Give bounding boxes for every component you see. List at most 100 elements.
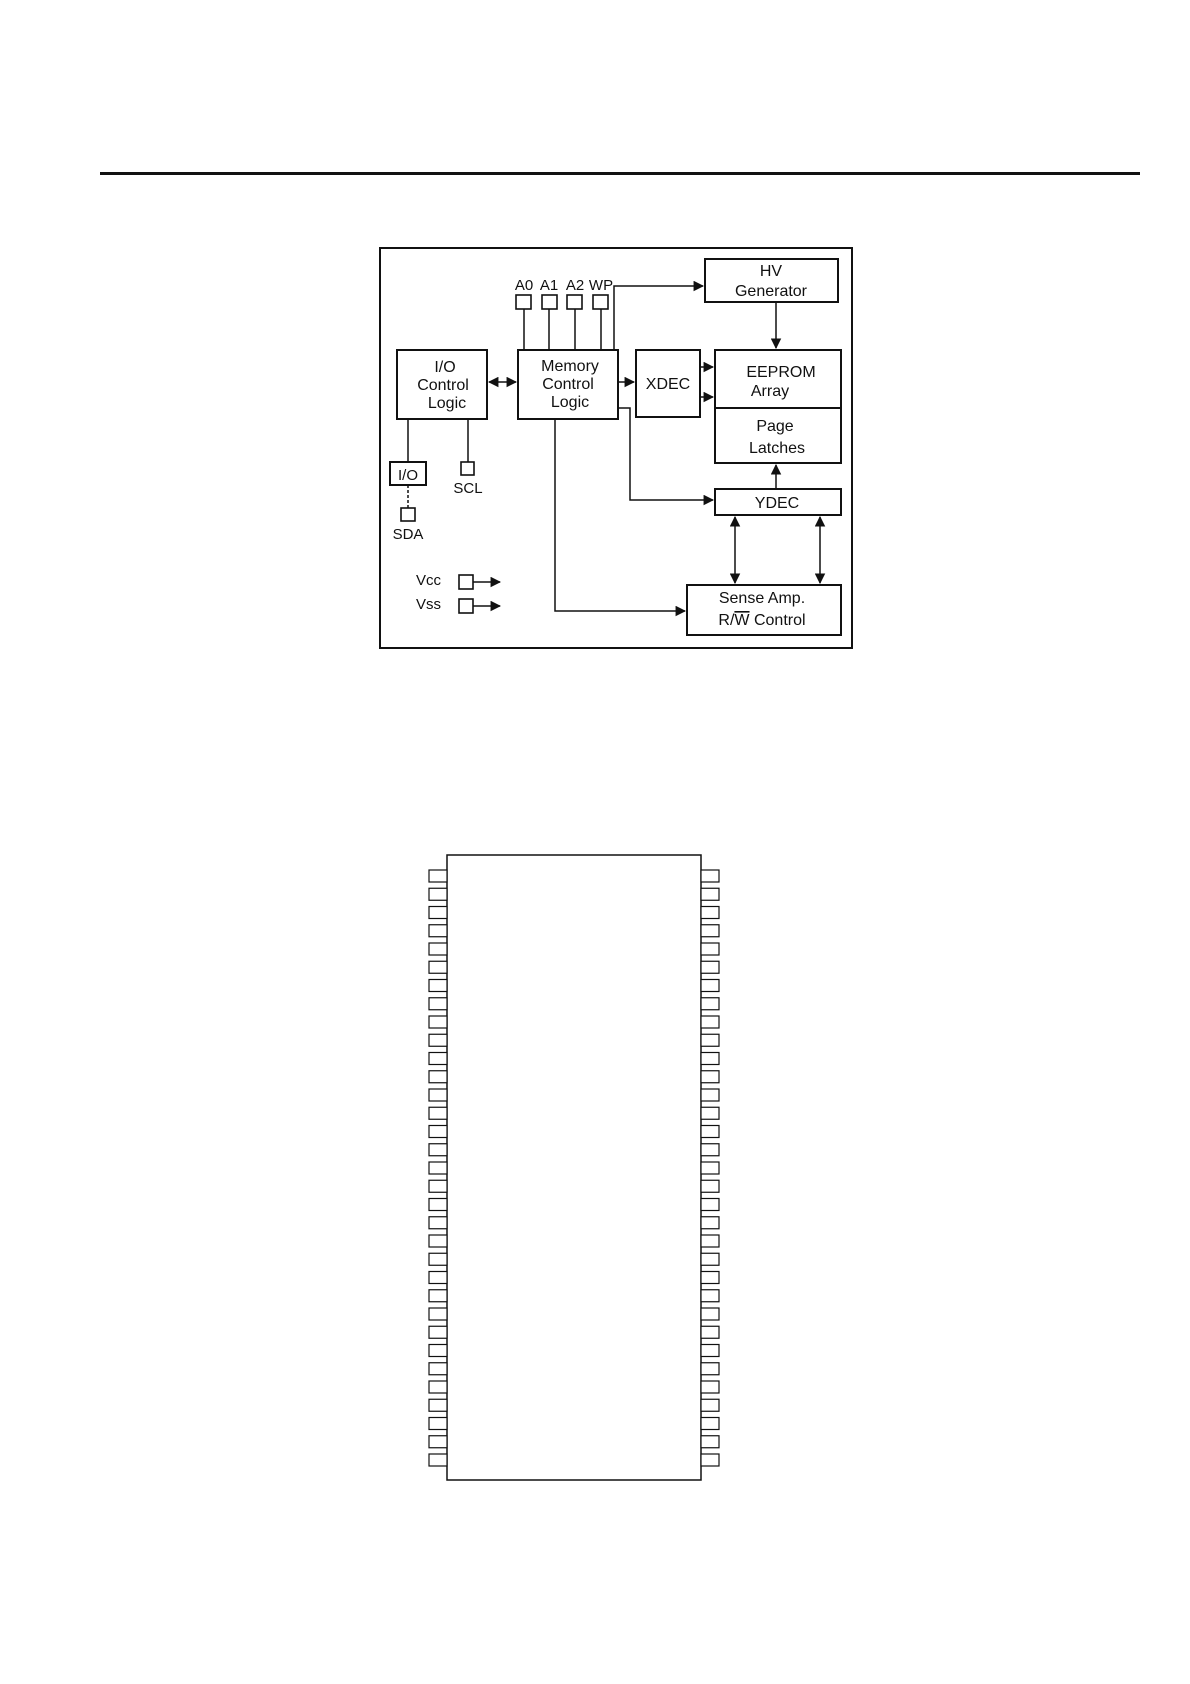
- package-pin-left: [429, 870, 447, 882]
- package-pin-left: [429, 1180, 447, 1192]
- package-pin-right: [701, 1053, 719, 1065]
- svg-text:XDEC: XDEC: [646, 376, 690, 393]
- package-pin-left: [429, 943, 447, 955]
- svg-text:Vss: Vss: [416, 596, 441, 613]
- package-pin-left: [429, 1399, 447, 1411]
- svg-text:I/O: I/O: [398, 467, 418, 484]
- package-pin-left: [429, 1016, 447, 1028]
- svg-text:R/W Control: R/W Control: [718, 612, 805, 629]
- pin-sda: SDA: [393, 508, 424, 543]
- io-buffer-block: I/O: [390, 462, 426, 485]
- package-pin-left: [429, 1454, 447, 1466]
- package-pin-right: [701, 998, 719, 1010]
- svg-text:SDA: SDA: [393, 526, 424, 543]
- svg-text:I/O: I/O: [434, 359, 455, 376]
- svg-text:Memory: Memory: [541, 358, 599, 375]
- package-pin-right: [701, 1345, 719, 1357]
- svg-text:Vcc: Vcc: [416, 572, 442, 589]
- package-pin-right: [701, 1235, 719, 1247]
- package-pin-left: [429, 1199, 447, 1211]
- svg-text:EEPROM: EEPROM: [746, 364, 815, 381]
- xdec-block: XDEC: [636, 350, 700, 417]
- package-pin-right: [701, 1308, 719, 1320]
- package-pin-right: [701, 961, 719, 973]
- ydec-block: YDEC: [715, 489, 841, 515]
- pin-wp: WP: [589, 277, 613, 309]
- package-pin-right: [701, 1253, 719, 1265]
- svg-text:Latches: Latches: [749, 440, 805, 457]
- pin-a0: A0: [515, 277, 533, 309]
- package-pin-right: [701, 1199, 719, 1211]
- package-pin-left: [429, 1126, 447, 1138]
- svg-text:A2: A2: [566, 277, 584, 294]
- package-pin-left: [429, 998, 447, 1010]
- package-pin-right: [701, 1217, 719, 1229]
- package-pin-left: [429, 961, 447, 973]
- package-pin-left: [429, 1162, 447, 1174]
- package-pin-left: [429, 1290, 447, 1302]
- package-pin-left: [429, 1053, 447, 1065]
- package-pins-left: [429, 870, 447, 1466]
- svg-text:Sense Amp.: Sense Amp.: [719, 590, 805, 607]
- package-pin-right: [701, 1180, 719, 1192]
- svg-text:Logic: Logic: [551, 394, 589, 411]
- package-pin-left: [429, 1253, 447, 1265]
- package-pin-right: [701, 1454, 719, 1466]
- package-pin-right: [701, 870, 719, 882]
- io-control-logic-block: I/O Control Logic: [397, 350, 487, 419]
- page-latches-block: Page Latches: [715, 408, 841, 463]
- svg-text:Control: Control: [417, 377, 469, 394]
- package-pin-right: [701, 1089, 719, 1101]
- svg-text:Page: Page: [756, 418, 793, 435]
- package-pin-left: [429, 1034, 447, 1046]
- svg-text:Generator: Generator: [735, 283, 808, 300]
- svg-text:YDEC: YDEC: [755, 495, 799, 512]
- package-pin-right: [701, 1418, 719, 1430]
- package-pin-right: [701, 1071, 719, 1083]
- pin-a2: A2: [566, 277, 584, 309]
- eeprom-array-block: EEPROM Array: [715, 350, 841, 408]
- package-outline: [0, 840, 1190, 1560]
- package-pin-right: [701, 907, 719, 919]
- svg-text:Array: Array: [751, 383, 789, 400]
- package-pin-right: [701, 1381, 719, 1393]
- package-pin-right: [701, 1016, 719, 1028]
- memory-control-logic-block: Memory Control Logic: [518, 350, 618, 419]
- svg-text:A0: A0: [515, 277, 533, 294]
- svg-text:WP: WP: [589, 277, 613, 294]
- package-pin-left: [429, 925, 447, 937]
- package-pin-left: [429, 1089, 447, 1101]
- svg-text:A1: A1: [540, 277, 558, 294]
- package-pin-left: [429, 888, 447, 900]
- package-pins-right: [701, 870, 719, 1466]
- pin-scl: SCL: [453, 462, 482, 497]
- package-pin-left: [429, 1272, 447, 1284]
- svg-text:HV: HV: [760, 263, 783, 280]
- package-pin-left: [429, 1144, 447, 1156]
- package-pin-right: [701, 1126, 719, 1138]
- package-pin-left: [429, 1107, 447, 1119]
- package-pin-right: [701, 1436, 719, 1448]
- package-pin-right: [701, 980, 719, 992]
- package-pin-left: [429, 1436, 447, 1448]
- package-pin-right: [701, 1290, 719, 1302]
- package-pin-right: [701, 1107, 719, 1119]
- package-body: [447, 855, 701, 1480]
- package-pin-left: [429, 1235, 447, 1247]
- pin-a1: A1: [540, 277, 558, 309]
- sense-amp-block: Sense Amp. R/W Control: [687, 585, 841, 635]
- package-pin-right: [701, 1272, 719, 1284]
- pin-vcc: Vcc: [416, 572, 500, 589]
- package-pin-right: [701, 1363, 719, 1375]
- block-diagram: HV Generator EEPROM Array Page Latches I…: [0, 0, 1190, 700]
- package-pin-right: [701, 888, 719, 900]
- svg-text:SCL: SCL: [453, 480, 482, 497]
- package-pin-left: [429, 1381, 447, 1393]
- package-pin-right: [701, 925, 719, 937]
- package-pin-left: [429, 1418, 447, 1430]
- package-pin-left: [429, 907, 447, 919]
- package-pin-left: [429, 980, 447, 992]
- package-pin-right: [701, 1162, 719, 1174]
- package-pin-right: [701, 943, 719, 955]
- package-pin-left: [429, 1308, 447, 1320]
